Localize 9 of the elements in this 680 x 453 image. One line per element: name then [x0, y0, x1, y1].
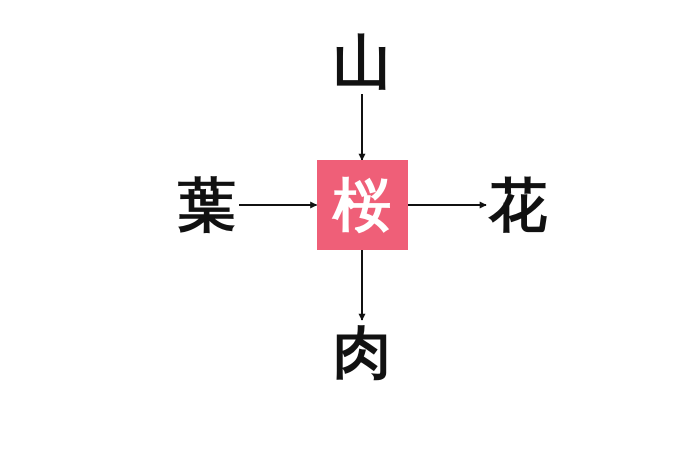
highlighted-character-box: 桜 [316, 160, 408, 250]
kanji-character: 山 [330, 30, 394, 94]
arrow [358, 94, 366, 161]
kanji-character: 花 [486, 173, 550, 237]
kanji-character: 葉 [175, 173, 239, 237]
arrow [358, 250, 366, 321]
arrow [239, 202, 318, 208]
kanji-character: 肉 [330, 320, 394, 384]
arrow [408, 202, 487, 208]
